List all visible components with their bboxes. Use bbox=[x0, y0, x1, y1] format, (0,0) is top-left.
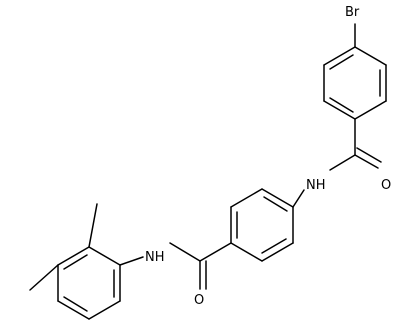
bond bbox=[354, 46, 387, 66]
bond bbox=[292, 189, 305, 208]
nh-atom-label-upper: NH bbox=[306, 178, 326, 193]
bond bbox=[261, 188, 294, 208]
bond bbox=[329, 97, 354, 113]
phenylene-ring bbox=[230, 188, 294, 262]
bond bbox=[63, 296, 88, 312]
bromine-atom-label: Br bbox=[345, 5, 360, 20]
bond bbox=[263, 196, 288, 212]
methyl-bond-para bbox=[29, 264, 59, 291]
bond bbox=[230, 188, 263, 208]
bond bbox=[199, 242, 232, 262]
bond bbox=[323, 46, 356, 66]
bond bbox=[57, 300, 90, 320]
nh-atom-label-lower: NH bbox=[145, 250, 165, 265]
bromophenyl-ring bbox=[323, 46, 387, 120]
bond bbox=[354, 100, 387, 120]
dimethylphenyl-ring bbox=[57, 246, 121, 320]
bond bbox=[119, 256, 144, 266]
bond bbox=[329, 154, 356, 171]
oxygen-atom-label-lower: O bbox=[194, 293, 204, 308]
bond bbox=[57, 246, 90, 266]
bond bbox=[261, 238, 287, 254]
bond-carbonyl-upper bbox=[354, 154, 379, 169]
bond-carbonyl-upper bbox=[356, 147, 382, 163]
bond bbox=[261, 242, 294, 262]
methyl-bond-ortho bbox=[88, 203, 98, 248]
bond bbox=[88, 246, 121, 266]
bond bbox=[88, 300, 121, 320]
oxygen-atom-label-upper: O bbox=[381, 178, 391, 193]
bond bbox=[329, 54, 354, 70]
bond bbox=[323, 100, 356, 120]
bond bbox=[63, 254, 88, 270]
bond bbox=[169, 242, 201, 262]
bond bbox=[230, 242, 263, 262]
